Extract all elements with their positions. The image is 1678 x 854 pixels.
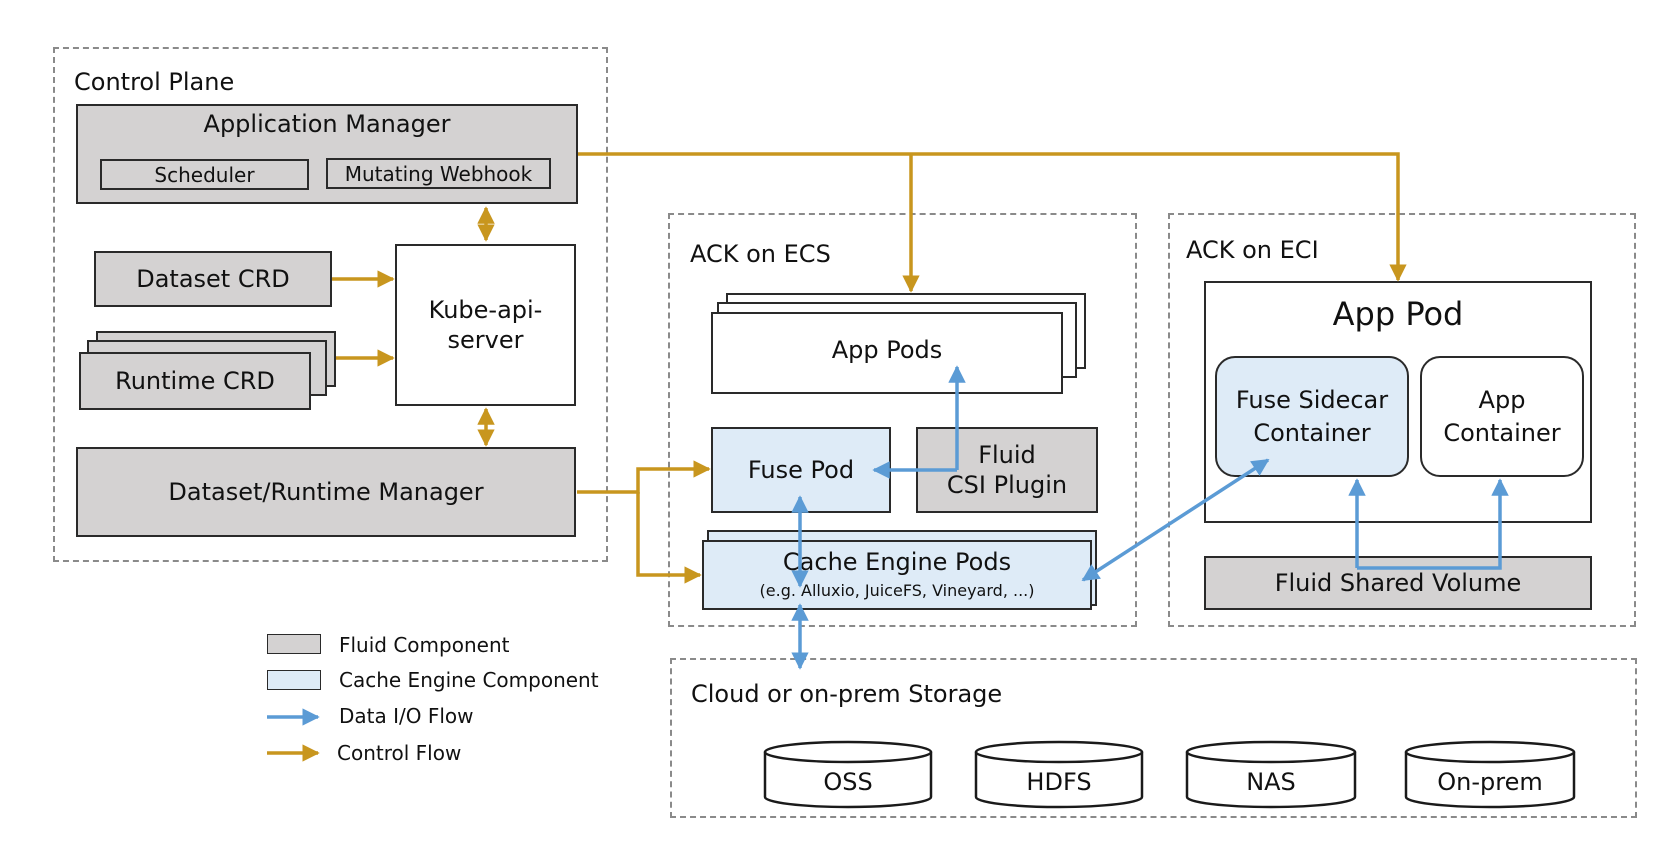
app-container-box: App Container: [1420, 356, 1584, 477]
storage-label-oss: OSS: [823, 768, 873, 796]
fluid-shared-volume-box: Fluid Shared Volume: [1204, 556, 1592, 610]
storage-title: Cloud or on-prem Storage: [691, 680, 1003, 708]
data-flow-arrows: [267, 365, 1509, 726]
application-manager-title: Application Manager: [203, 110, 451, 138]
storage-cylinder-hdfs: [974, 740, 1144, 809]
control-flow-appmgr-to-ecs-ecs: [578, 152, 1407, 282]
control-flow-manager-to-fuse: [577, 460, 711, 494]
control-plane-title: Control Plane: [74, 68, 235, 96]
storage-cylinder-onprem: [1404, 740, 1576, 809]
data-flow-volume-app: [1357, 478, 1509, 570]
cache-engine-examples: (e.g. Alluxio, JuiceFS, Vineyard, ...): [759, 580, 1035, 600]
fuse-sidecar-container-box: Fuse Sidecar Container: [1215, 356, 1409, 477]
scheduler-box: Scheduler: [100, 159, 309, 190]
storage-region: [670, 658, 1637, 818]
control-flow-manager-to-cache: [636, 492, 702, 584]
legend-cache-engine-swatch: [267, 670, 321, 690]
legend-cache-engine-component-label: Cache Engine Component: [339, 668, 599, 692]
storage-cylinder-oss: [763, 740, 933, 809]
legend-fluid-component-swatch: [267, 634, 321, 654]
ack-ecs-title: ACK on ECS: [690, 240, 831, 268]
storage-cylinder-nas: [1185, 740, 1357, 809]
legend-data-io-flow-label: Data I/O Flow: [339, 704, 474, 728]
runtime-crd-box: Runtime CRD: [79, 352, 311, 410]
ack-ecs-region: [668, 213, 1137, 627]
fuse-pod-box: Fuse Pod: [711, 427, 891, 513]
ack-eci-title: ACK on ECI: [1186, 236, 1319, 264]
dataset-crd-box: Dataset CRD: [94, 251, 332, 307]
app-pod-title: App Pod: [1332, 295, 1464, 333]
cache-engine-pods-box: [702, 540, 1092, 610]
dataset-runtime-manager-box: Dataset/Runtime Manager: [76, 447, 576, 537]
mutating-webhook-box: Mutating Webhook: [326, 158, 551, 189]
storage-label-hdfs: HDFS: [1026, 768, 1092, 796]
control-flow-arrows: [267, 152, 1407, 762]
storage-label-onprem: On-prem: [1437, 768, 1543, 796]
kube-api-server-box: Kube-api- server: [395, 244, 576, 406]
cache-engine-pods-label: Cache Engine Pods: [782, 548, 1012, 576]
app-pods-box: App Pods: [711, 312, 1063, 394]
ack-eci-region: [1168, 213, 1636, 627]
control-plane-region: [53, 47, 608, 562]
storage-cylinders: [763, 740, 1576, 809]
legend-control-flow-label: Control Flow: [337, 741, 462, 765]
legend-fluid-component-label: Fluid Component: [339, 633, 510, 657]
data-flow-cache-sidecar: [1081, 458, 1270, 582]
storage-label-nas: NAS: [1246, 768, 1296, 796]
